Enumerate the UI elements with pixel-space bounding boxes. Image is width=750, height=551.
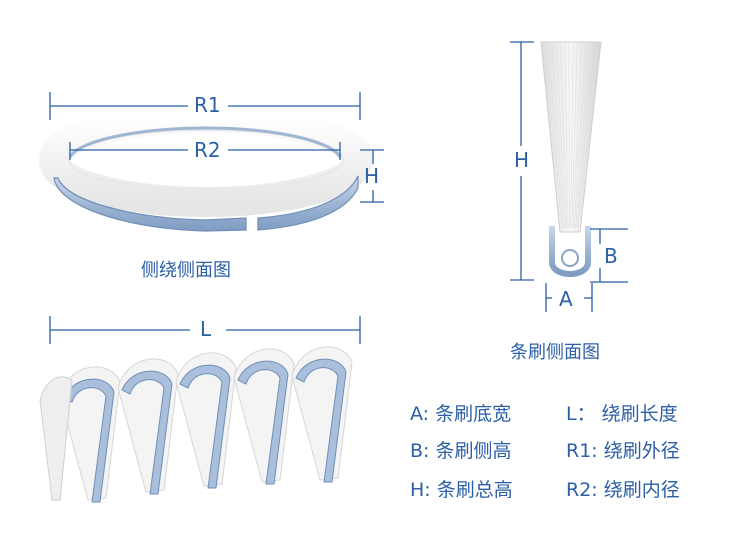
ring-h-label: H xyxy=(364,164,380,188)
strip-fiber xyxy=(570,43,574,229)
coil-brush xyxy=(39,346,353,503)
ring-caption: 侧绕侧面图 xyxy=(141,260,231,281)
strip-core-wire xyxy=(561,249,579,267)
strip-fiber xyxy=(576,43,595,229)
coil-turn-metal xyxy=(63,378,115,503)
r1-dimension xyxy=(49,92,361,120)
strip-fiber xyxy=(552,43,565,229)
legend-item-l: L： 绕刷长度 xyxy=(566,399,678,426)
ring-metal-band-right xyxy=(257,175,359,231)
strip-fiber xyxy=(575,43,590,229)
ring-inner-edge xyxy=(68,129,344,191)
strip-metal-channel xyxy=(549,226,591,277)
coil-turn-metal xyxy=(237,360,289,485)
legend-key-l: L： xyxy=(566,403,596,425)
r2-label: R2 xyxy=(194,138,221,162)
legend-item-r1: R1: 绕刷外径 xyxy=(566,436,680,463)
ring-brush xyxy=(39,103,373,232)
legend-text-r2: 绕刷内径 xyxy=(603,479,680,501)
strip-fiber xyxy=(560,43,568,229)
strip-caption: 条刷侧面图 xyxy=(510,342,600,363)
l-label: L xyxy=(200,317,212,341)
r1-label: R1 xyxy=(194,93,221,117)
strip-b-label: B xyxy=(604,244,618,268)
legend-item-a: A: 条刷底宽 xyxy=(410,399,511,426)
strip-fiber xyxy=(556,43,566,229)
legend-item-h: H: 条刷总高 xyxy=(410,475,513,502)
coil-turn-metal xyxy=(121,370,173,495)
legend-key-r1: R1: xyxy=(566,440,598,462)
strip-a-label: A xyxy=(559,287,573,311)
legend-text-r1: 绕刷外径 xyxy=(603,440,680,462)
coil-turn-metal xyxy=(179,364,231,489)
legend-key-h: H: xyxy=(410,479,431,501)
strip-b-dimension xyxy=(590,228,628,283)
coil-start-bristle xyxy=(39,376,73,501)
legend-item-b: B: 条刷侧高 xyxy=(410,436,512,463)
legend-text-b: 条刷侧高 xyxy=(435,440,512,462)
ring-inner-rim xyxy=(68,126,342,158)
ring-bristle xyxy=(39,103,373,217)
strip-fiber xyxy=(571,43,578,229)
coil-turn-metal xyxy=(295,358,347,483)
strip-fiber xyxy=(543,43,563,229)
strip-h-label: H xyxy=(514,148,530,172)
r2-dimension xyxy=(69,142,341,160)
legend-key-r2: R2: xyxy=(566,479,598,501)
ring-h-dimension xyxy=(360,149,384,203)
strip-fiber xyxy=(564,43,569,229)
l-dimension xyxy=(49,316,361,344)
legend-key-a: A: xyxy=(410,403,430,425)
strip-h-dimension xyxy=(510,41,534,281)
legend-text-a: 条刷底宽 xyxy=(435,403,512,425)
strip-fiber xyxy=(572,43,582,229)
strip-fiber xyxy=(547,43,564,229)
strip-fiber xyxy=(577,43,599,229)
strip-a-dimension xyxy=(545,283,593,312)
ring-metal-band-left xyxy=(53,177,247,232)
legend-item-r2: R2: 绕刷内径 xyxy=(566,475,680,502)
strip-brush xyxy=(540,41,602,277)
legend-text-l: 绕刷长度 xyxy=(601,403,678,425)
legend-key-b: B: xyxy=(410,440,430,462)
strip-fiber xyxy=(574,43,586,229)
strip-fibers xyxy=(543,43,599,229)
legend-text-h: 条刷总高 xyxy=(436,479,513,501)
